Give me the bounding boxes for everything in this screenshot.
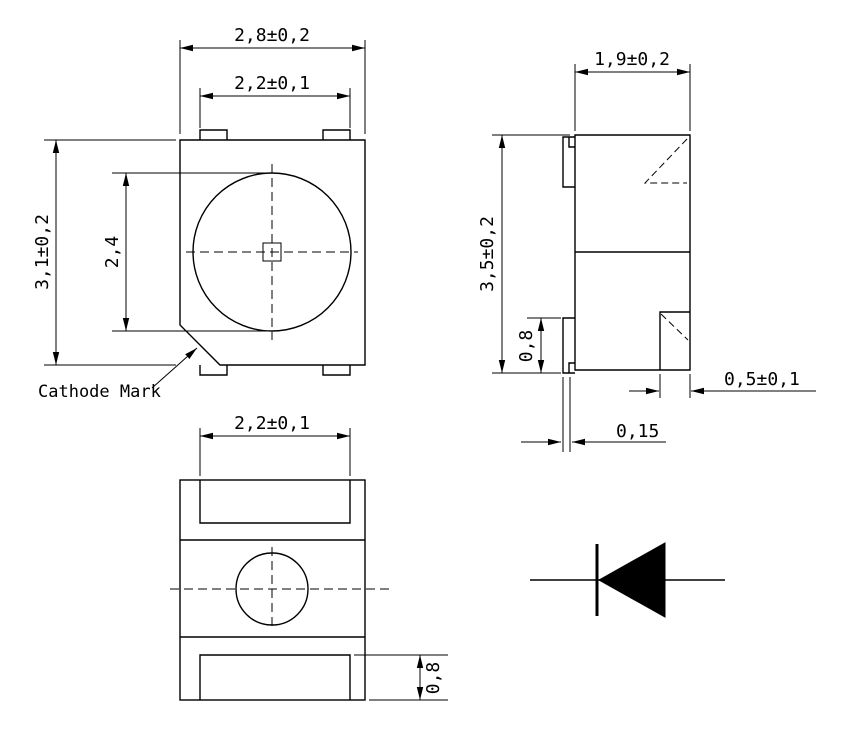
dim-pad-width: 2,2±0,1: [199, 413, 351, 476]
dim-top-outer-width: 2,8±0,2: [179, 25, 366, 134]
dim-label-lead-thickness: 0,15: [616, 421, 659, 442]
dim-label-inner-width: 2,2±0,1: [234, 73, 310, 94]
cathode-mark-label: Cathode Mark: [38, 382, 161, 402]
package-body: [574, 134, 691, 371]
dim-lead-thickness: 0,15: [521, 377, 666, 452]
dim-side-height: 3,5±0,2: [477, 134, 570, 374]
extension-lines: [574, 64, 691, 131]
center-crosshair: [186, 164, 358, 340]
dim-top-height: 3,1±0,2: [32, 139, 176, 366]
dim-lead-height: 0,8: [516, 317, 561, 373]
bottom-lead: [562, 317, 575, 374]
package-outline: [179, 139, 366, 366]
dim-label-outer-width: 2,8±0,2: [234, 25, 310, 46]
extension-lines: [659, 374, 691, 398]
electrode-tabs: [199, 129, 351, 376]
dim-label-pad-width: 2,2±0,1: [234, 413, 310, 434]
dim-label-lead-width: 0,5±0,1: [724, 369, 800, 390]
top-lead: [562, 136, 575, 188]
dim-top-inner-width: 2,2±0,1: [199, 73, 351, 128]
extension-lines: [354, 654, 448, 701]
anode-triangle: [597, 542, 666, 618]
top-view: 2,8±0,2 2,2±0,1 3,1±0,2 2,4 Cathode Mark: [32, 25, 366, 402]
dim-circle-diameter: 2,4: [102, 172, 272, 332]
extension-lines: [112, 172, 272, 332]
dim-label-side-height: 3,5±0,2: [477, 216, 498, 292]
diode-symbol: [530, 542, 725, 618]
bottom-view: 2,2±0,1 0,8: [170, 413, 448, 701]
right-lead: [659, 311, 690, 370]
extension-lines: [44, 139, 176, 366]
dim-pad-height: 0,8: [354, 654, 448, 701]
dim-side-width: 1,9±0,2: [574, 49, 691, 131]
dim-label-height: 3,1±0,2: [32, 214, 53, 290]
center-crosshair: [170, 547, 390, 631]
dim-label-lead-height: 0,8: [516, 330, 537, 363]
cathode-mark-callout: Cathode Mark: [38, 347, 198, 402]
solder-pads: [199, 480, 351, 700]
package-outline: [179, 479, 366, 701]
dim-label-pad-height: 0,8: [423, 662, 444, 695]
extension-lines: [199, 428, 351, 476]
dim-lead-width: 0,5±0,1: [629, 369, 816, 398]
extension-lines: [179, 40, 366, 134]
seam-lines: [180, 539, 365, 638]
side-view: 1,9±0,2 3,5±0,2 0,8 0,15 0,5±0,1: [477, 49, 816, 452]
extension-lines: [562, 377, 571, 452]
dim-label-circle-diameter: 2,4: [102, 236, 123, 269]
extension-lines: [199, 88, 351, 128]
dim-label-side-width: 1,9±0,2: [594, 49, 670, 70]
hidden-lines: [643, 138, 689, 341]
leader-line: [151, 347, 198, 389]
